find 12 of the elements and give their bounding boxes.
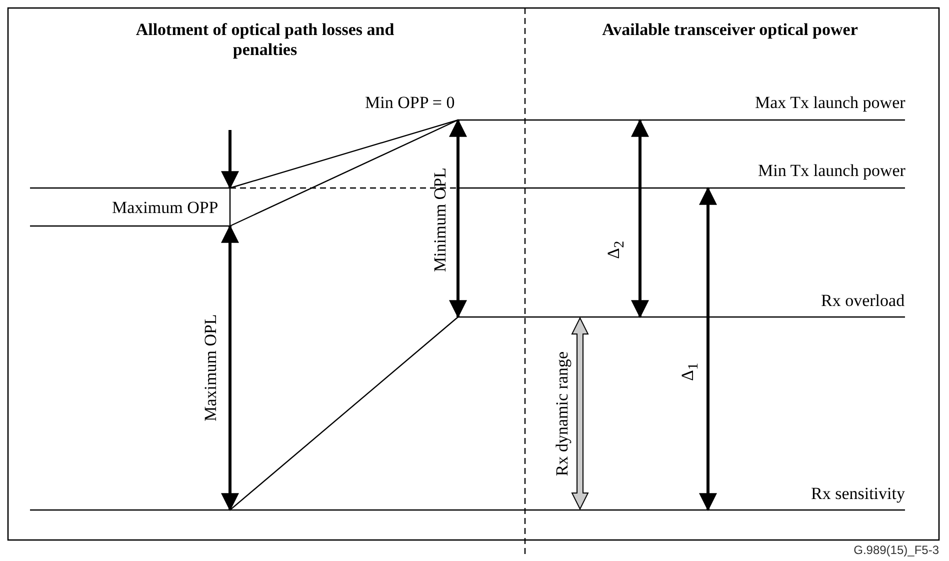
column-heading: Available transceiver optical power <box>601 20 859 40</box>
level-label: Max Tx launch power <box>755 93 906 113</box>
figure-caption: G.989(15)_F5-3 <box>854 543 939 557</box>
level-label: Rx sensitivity <box>811 484 905 504</box>
level-label: Min OPP = 0 <box>365 93 455 113</box>
dimension-label: Rx dynamic range <box>552 351 572 476</box>
column-heading: Allotment of optical path losses and penalties <box>134 20 396 60</box>
level-label: Maximum OPP <box>112 198 218 218</box>
dimension-label: Maximum OPL <box>200 314 220 422</box>
dimension-label: Minimum OPL <box>430 168 450 272</box>
level-label: Rx overload <box>821 291 905 311</box>
level-label: Min Tx launch power <box>758 161 906 181</box>
